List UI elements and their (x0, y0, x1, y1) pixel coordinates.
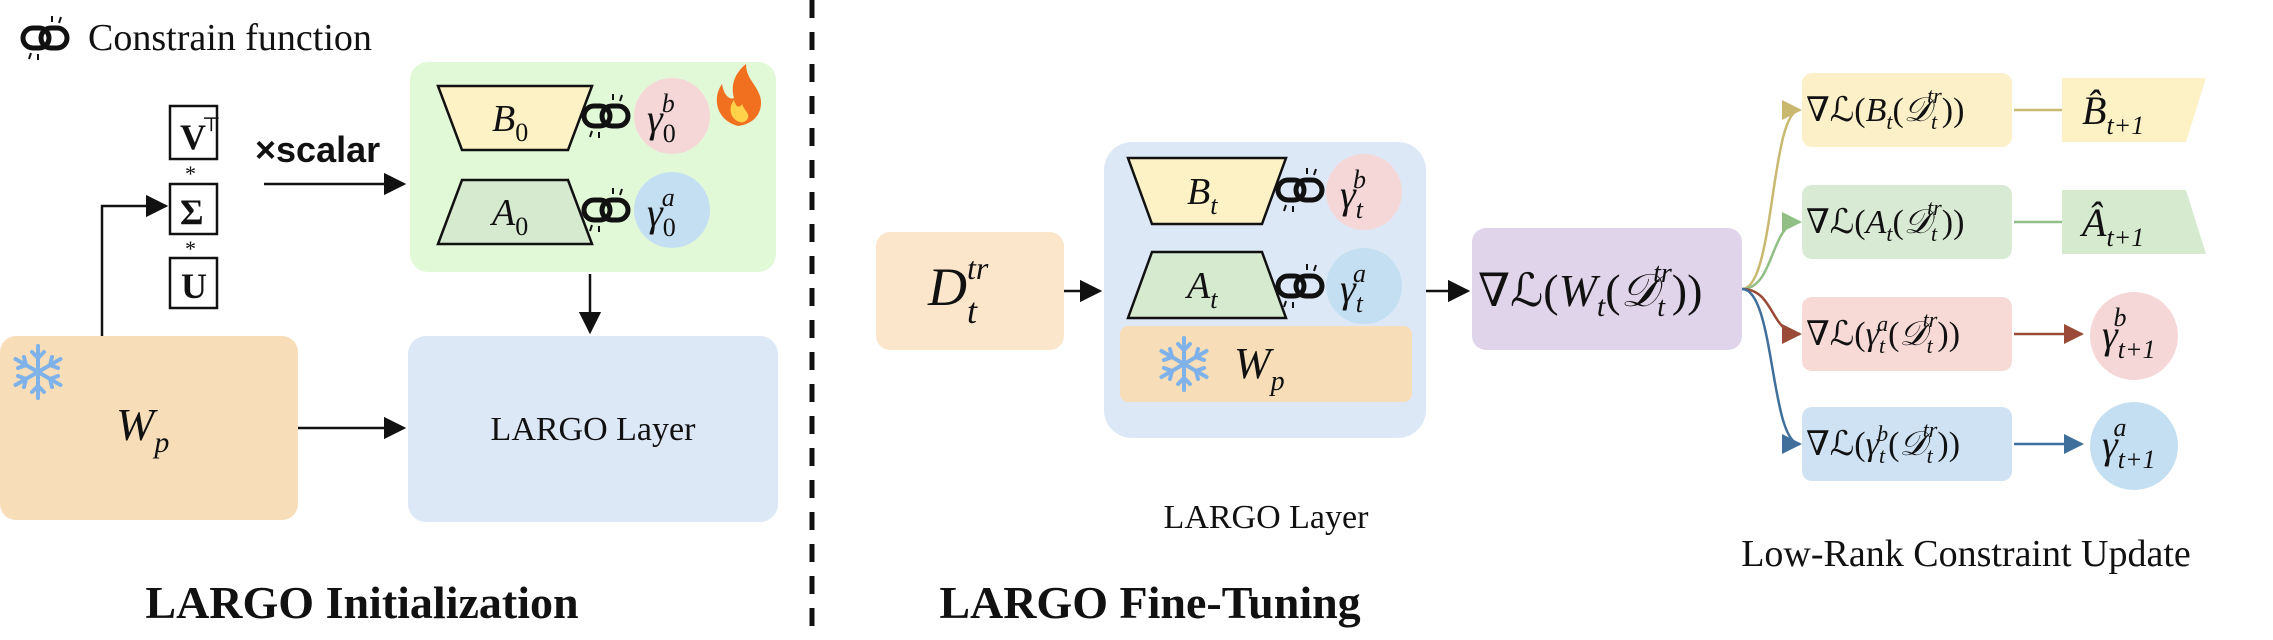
bt-trapezoid (1126, 156, 1288, 226)
branch-b: ∇ℒ(Bt(𝒟ttr)) B̂t+1 (1741, 73, 2206, 291)
sigma-box (168, 182, 219, 236)
a0-symbol: A0 (489, 192, 528, 241)
branch-gradient-label: ∇ℒ(γtb(𝒟ttr)) (1806, 417, 1960, 468)
training-data-block (876, 232, 1064, 350)
gamma-next-circle (2090, 402, 2178, 490)
svd-dot-1: * (185, 161, 196, 186)
svd-dot-2: * (185, 236, 196, 261)
branch-output-symbol: B̂t+1 (2082, 88, 2144, 140)
gamma-next-circle (2090, 292, 2178, 380)
largo-layer-ft-label: LARGO Layer (1164, 499, 1370, 536)
branch-curve (1741, 212, 1802, 291)
scalar-label: ×scalar (255, 129, 380, 170)
wp-ft-symbol: Wp (1234, 339, 1285, 397)
wp-to-svd-arrow (100, 194, 169, 336)
branch-gradient-label: ∇ℒ(Bt(𝒟ttr)) (1806, 83, 1964, 134)
sigma-symbol: Σ (180, 192, 204, 232)
a0-trapezoid (436, 178, 594, 246)
at-symbol: At (1184, 265, 1218, 314)
u-symbol: U (181, 266, 207, 306)
branch-a: ∇ℒ(At(𝒟ttr)) Ât+1 (1741, 185, 2206, 291)
fire-icon (716, 64, 762, 126)
wp-block (0, 336, 298, 520)
u-box (168, 256, 219, 310)
branch-curve (1741, 100, 1802, 291)
branch-gradient-label: ∇ℒ(γta(𝒟ttr)) (1806, 307, 1960, 358)
wp-ft-block (1120, 326, 1412, 402)
b0-trapezoid (436, 84, 594, 152)
gamma0-b-symbol: γ0b (647, 89, 676, 148)
right-caption: LARGO Fine-Tuning (939, 577, 1360, 628)
branch-gradient-label: ∇ℒ(At(𝒟ttr)) (1806, 195, 1964, 246)
gammat-a-symbol: γta (1340, 259, 1366, 318)
branch-output-symbol: γt+1b (2102, 303, 2156, 364)
branch-gradient-box (1802, 185, 2012, 259)
branch-gradient-box (1802, 297, 2012, 371)
svd-stack: V ⊤ * Σ * U (168, 104, 221, 310)
branch-gamma-a: ∇ℒ(γta(𝒟ttr)) γt+1b (1741, 287, 2178, 380)
b-next-shape (2062, 78, 2206, 142)
chain-link-icon (23, 16, 67, 60)
gamma0-a-circle (634, 172, 710, 248)
gradient-block (1472, 228, 1742, 350)
gamma0-b-circle (634, 78, 710, 154)
branch-curve (1741, 287, 1802, 454)
branch-gradient-box (1802, 73, 2012, 147)
bt-symbol: Bt (1187, 171, 1218, 220)
gammat-a-circle (1326, 248, 1402, 324)
a-next-shape (2062, 190, 2206, 254)
update-branches: ∇ℒ(Bt(𝒟ttr)) B̂t+1 ∇ℒ(At(𝒟ttr)) Ât+1 ∇ℒ(γta(… (1741, 73, 2206, 490)
wp-symbol: Wp (116, 399, 169, 459)
v-symbol: V (180, 117, 206, 157)
b0-symbol: B0 (492, 98, 528, 147)
training-data-symbol: Dttr (927, 250, 989, 331)
largo-layer-init-label: LARGO Layer (491, 411, 697, 448)
gammat-b-symbol: γtb (1340, 165, 1366, 224)
update-caption: Low-Rank Constraint Update (1741, 533, 2191, 575)
branch-gradient-box (1802, 407, 2012, 481)
largo-layer-init-block (408, 336, 778, 522)
at-trapezoid (1126, 250, 1288, 320)
left-caption: LARGO Initialization (145, 577, 578, 628)
v-transpose-mark: ⊤ (202, 114, 221, 136)
gamma0-a-symbol: γ0a (647, 183, 676, 242)
legend: Constrain function (23, 16, 372, 60)
branch-curve (1741, 287, 1802, 344)
branch-output-symbol: γt+1a (2102, 413, 2156, 474)
legend-label: Constrain function (88, 17, 372, 59)
branch-gamma-b: ∇ℒ(γtb(𝒟ttr)) γt+1a (1741, 287, 2178, 490)
gammat-b-circle (1326, 154, 1402, 230)
v-transpose-box (168, 104, 219, 161)
branch-output-symbol: Ât+1 (2079, 200, 2144, 252)
